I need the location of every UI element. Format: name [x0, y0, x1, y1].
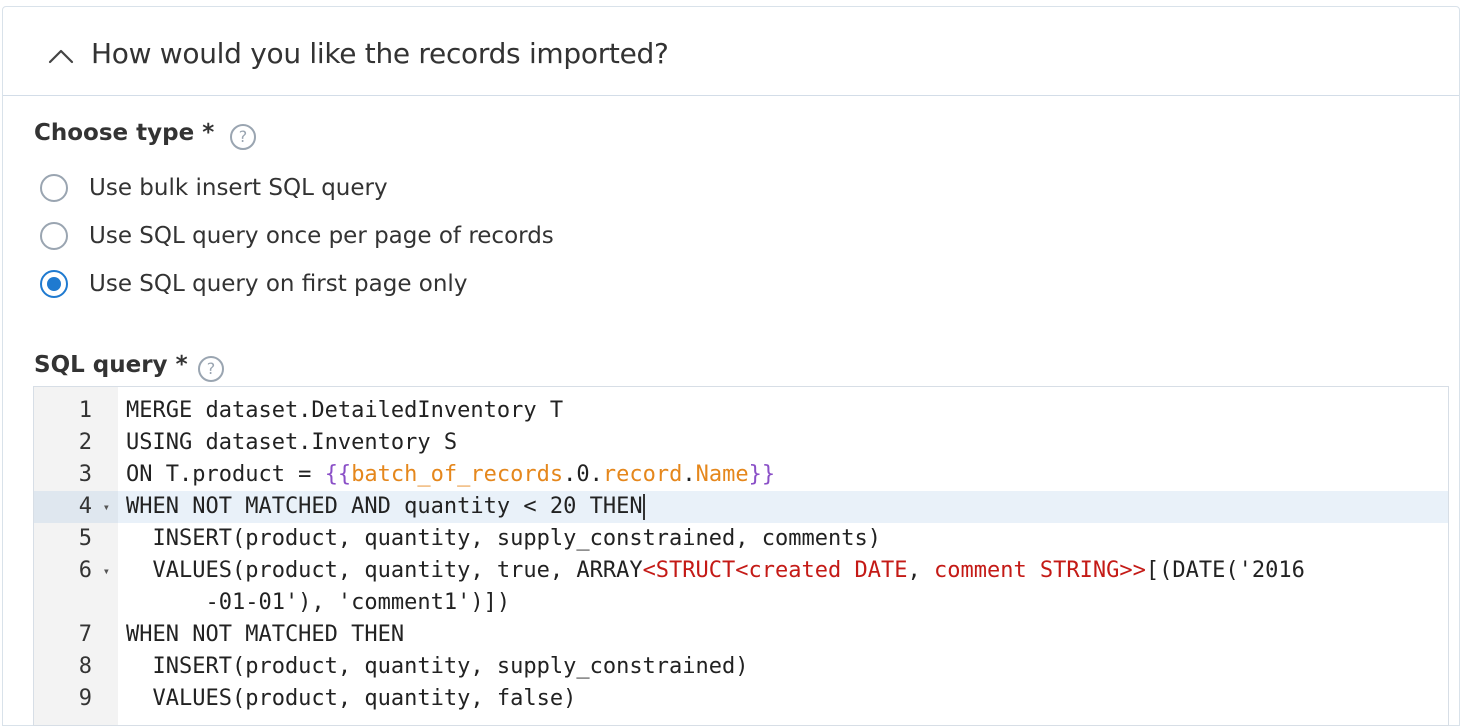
radio-button-selected[interactable] — [40, 270, 68, 298]
radio-label: Use SQL query on first page only — [89, 271, 468, 297]
code-token: .0. — [563, 462, 603, 487]
choose-type-help-icon[interactable]: ? — [230, 124, 256, 150]
code-text[interactable]: USING dataset.Inventory S — [126, 427, 457, 459]
gutter-cell: 2 — [34, 427, 118, 459]
code-text[interactable]: VALUES(product, quantity, true, ARRAY<ST… — [126, 555, 1305, 587]
code-text[interactable]: MERGE dataset.DetailedInventory T — [126, 395, 563, 427]
code-token: USING dataset.Inventory S — [126, 430, 458, 455]
gutter-cell: 5 — [34, 523, 118, 555]
sql-query-label-text: SQL query — [34, 352, 168, 378]
code-text[interactable]: VALUES(product, quantity, false) — [126, 683, 576, 715]
line-number-gutter — [34, 387, 118, 725]
code-token: . — [682, 462, 696, 487]
code-token: WHEN NOT MATCHED AND quantity < 20 THEN — [126, 494, 643, 519]
sql-query-help-icon[interactable]: ? — [198, 356, 224, 382]
code-line[interactable]: 8 INSERT(product, quantity, supply_const… — [34, 651, 1448, 683]
chevron-up-icon[interactable] — [47, 43, 75, 71]
code-token: MERGE dataset.DetailedInventory T — [126, 398, 564, 423]
code-text[interactable]: INSERT(product, quantity, supply_constra… — [126, 651, 749, 683]
code-text[interactable]: ON T.product = {{batch_of_records.0.reco… — [126, 459, 775, 491]
code-token: <STRUCT<created DATE — [642, 558, 908, 583]
code-token: INSERT(product, quantity, supply_constra… — [126, 526, 881, 551]
fold-arrow-icon[interactable]: ▾ — [102, 500, 110, 514]
radio-label: Use bulk insert SQL query — [89, 175, 388, 201]
code-token: record — [602, 462, 683, 487]
line-number: 1 — [78, 398, 92, 423]
code-token: -01-01'), 'comment1')]) — [126, 590, 511, 615]
choose-type-label: Choose type * — [34, 120, 214, 146]
required-mark: * — [167, 352, 188, 378]
code-line[interactable]: -01-01'), 'comment1')]) — [34, 587, 1448, 619]
radio-once-per-page[interactable]: Use SQL query once per page of records — [40, 220, 554, 252]
code-token: [(DATE('2016 — [1145, 558, 1305, 583]
code-text[interactable]: -01-01'), 'comment1')]) — [126, 587, 510, 619]
code-line[interactable]: 1 MERGE dataset.DetailedInventory T — [34, 395, 1448, 427]
code-line[interactable]: 3 ON T.product = {{batch_of_records.0.rec… — [34, 459, 1448, 491]
code-token: WHEN NOT MATCHED THEN — [126, 622, 405, 647]
radio-label: Use SQL query once per page of records — [89, 223, 554, 249]
text-cursor — [642, 494, 645, 520]
code-token: ON T.product = — [126, 462, 325, 487]
sql-code-editor[interactable]: 1 MERGE dataset.DetailedInventory T 2 USING… — [33, 386, 1449, 726]
code-token: {{ — [324, 462, 352, 487]
gutter-cell: 3 — [34, 459, 118, 491]
gutter-cell: 7 — [34, 619, 118, 651]
line-number: 9 — [78, 686, 92, 711]
gutter-cell: 1 — [34, 395, 118, 427]
gutter-cell: 9 — [34, 683, 118, 715]
gutter-cell — [34, 587, 118, 619]
code-line[interactable]: 9 VALUES(product, quantity, false) — [34, 683, 1448, 715]
code-token: VALUES(product, quantity, false) — [126, 686, 577, 711]
required-mark: * — [194, 120, 215, 146]
gutter-cell: 6▾ — [34, 555, 118, 587]
radio-first-page-only[interactable]: Use SQL query on first page only — [40, 268, 467, 300]
code-token: batch_of_records — [351, 462, 564, 487]
choose-type-label-text: Choose type — [34, 120, 195, 146]
code-token: INSERT(product, quantity, supply_constra… — [126, 654, 749, 679]
line-number: 5 — [78, 526, 92, 551]
line-number: 3 — [78, 462, 92, 487]
fold-arrow-icon[interactable]: ▾ — [102, 564, 110, 578]
gutter-cell: 8 — [34, 651, 118, 683]
sql-query-label: SQL query * — [34, 352, 188, 378]
line-number: 7 — [78, 622, 92, 647]
radio-button[interactable] — [40, 222, 68, 250]
code-token: VALUES(product, quantity, true, ARRAY — [126, 558, 643, 583]
code-text[interactable]: WHEN NOT MATCHED AND quantity < 20 THEN — [126, 491, 645, 523]
line-number: 6 — [78, 558, 92, 583]
code-token: comment STRING>> — [933, 558, 1146, 583]
section-title: How would you like the records imported? — [91, 37, 669, 70]
code-line[interactable]: 5 INSERT(product, quantity, supply_const… — [34, 523, 1448, 555]
line-number: 4 — [78, 494, 92, 519]
section-header[interactable]: How would you like the records imported? — [3, 7, 1459, 96]
code-token: }} — [748, 462, 776, 487]
line-number: 8 — [78, 654, 92, 679]
radio-button[interactable] — [40, 174, 68, 202]
code-token: Name — [695, 462, 749, 487]
code-text[interactable]: INSERT(product, quantity, supply_constra… — [126, 523, 881, 555]
code-line[interactable]: 2 USING dataset.Inventory S — [34, 427, 1448, 459]
code-line[interactable]: 7 WHEN NOT MATCHED THEN — [34, 619, 1448, 651]
code-line[interactable]: 4▾WHEN NOT MATCHED AND quantity < 20 THE… — [34, 491, 1448, 523]
code-text[interactable]: WHEN NOT MATCHED THEN — [126, 619, 404, 651]
line-number: 2 — [78, 430, 92, 455]
code-line[interactable]: 6▾ VALUES(product, quantity, true, ARRAY… — [34, 555, 1448, 587]
gutter-cell: 4▾ — [34, 491, 118, 523]
code-token: , — [907, 558, 934, 583]
radio-bulk-insert[interactable]: Use bulk insert SQL query — [40, 172, 388, 204]
